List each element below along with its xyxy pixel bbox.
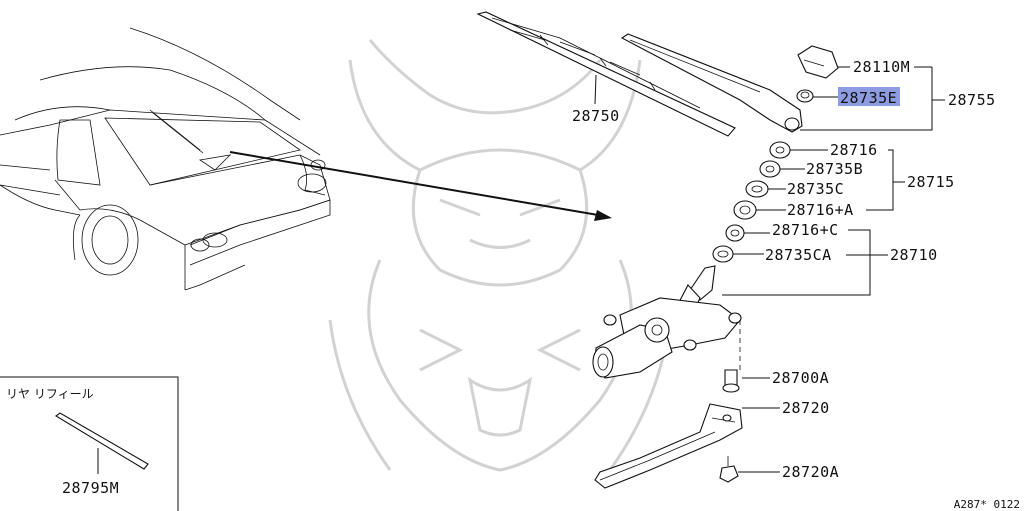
label-28720[interactable]: 28720 [782, 399, 830, 417]
inset-title: リヤ リフィール [6, 387, 94, 401]
wiper-cap-part [797, 45, 839, 79]
bolt-part [722, 369, 740, 393]
car-rear-illustration [0, 27, 331, 291]
label-28716A[interactable]: 28716+A [787, 201, 854, 219]
pointer-arrow [229, 151, 612, 221]
label-28716C[interactable]: 28716+C [772, 221, 839, 239]
highlight-box [838, 87, 900, 106]
label-28710[interactable]: 28710 [890, 246, 938, 264]
inset-rear-refill: リヤ リフィール 28795M [0, 376, 179, 511]
label-28715[interactable]: 28715 [907, 173, 955, 191]
bracket-part [594, 403, 743, 489]
label-28755[interactable]: 28755 [948, 91, 996, 109]
label-28795M[interactable]: 28795M [62, 479, 119, 497]
nut-part [796, 89, 814, 103]
label-28735C[interactable]: 28735C [787, 180, 844, 198]
label-28735E[interactable]: 28735E [840, 89, 897, 107]
wiper-arm-part [620, 33, 803, 133]
screw-part [719, 456, 739, 483]
label-28720A[interactable]: 28720A [782, 463, 839, 481]
samurai-watermark-icon [328, 39, 672, 472]
part-labels: 28750 28110M 28735E 28755 28716 28735B 2… [572, 58, 996, 481]
label-28716[interactable]: 28716 [830, 141, 878, 159]
wiper-blade-part [476, 11, 736, 137]
label-28110M[interactable]: 28110M [853, 58, 910, 76]
label-28735CA[interactable]: 28735CA [765, 246, 832, 264]
diagram-code: A287* 0122 [954, 498, 1020, 511]
label-28750[interactable]: 28750 [572, 107, 620, 125]
washer-stack-part [712, 141, 791, 263]
label-28735B[interactable]: 28735B [806, 160, 863, 178]
label-28700A[interactable]: 28700A [772, 369, 829, 387]
wiper-motor-part [592, 265, 742, 379]
leader-lines [97, 66, 945, 474]
